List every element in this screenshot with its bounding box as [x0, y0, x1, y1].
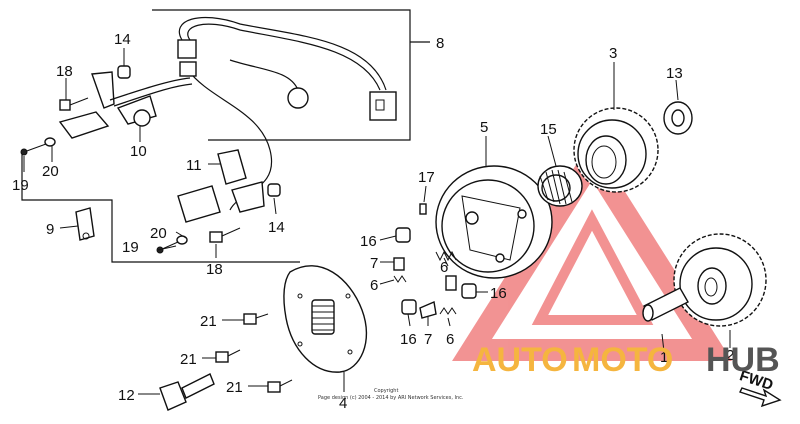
lower-bracket-11 — [217, 149, 247, 185]
mount-bracket — [91, 71, 115, 109]
callout-21-b: 21 — [180, 351, 197, 368]
clip-9 — [75, 207, 95, 241]
harness-terminal-round — [287, 87, 309, 109]
leader-lines — [23, 48, 731, 395]
lower-generator-body — [177, 185, 221, 223]
watermark-moto: MOTO — [572, 341, 673, 379]
idle-gear-2 — [673, 233, 767, 327]
starter-clutch-outer — [435, 165, 553, 279]
bolt-12-shank — [181, 373, 215, 399]
idle-gear-shaft-1 — [642, 287, 689, 322]
callout-7-b: 7 — [424, 331, 432, 348]
callout-8: 8 — [436, 35, 444, 52]
pulse-generator-body — [58, 111, 110, 139]
watermark-auto: AUTO — [472, 341, 568, 379]
cap-16-b — [461, 283, 477, 299]
callout-18-a: 18 — [56, 63, 73, 80]
pulse-generator-upper — [58, 65, 193, 139]
callout-14-b: 14 — [268, 219, 285, 236]
callout-labels: 1 2 3 4 5 6 6 6 7 7 8 9 10 11 12 13 14 1… — [12, 31, 734, 412]
callout-16-c: 16 — [400, 331, 417, 348]
spring-7-a — [393, 257, 405, 271]
bolt-21-c — [267, 381, 281, 393]
wiring-group-bracket — [21, 9, 430, 263]
spring-6-b — [435, 250, 457, 262]
callout-21-c: 21 — [226, 379, 243, 396]
callout-9: 9 — [46, 221, 54, 238]
callout-19-a: 19 — [12, 177, 29, 194]
callout-10: 10 — [130, 143, 147, 160]
bolt-18-upper — [59, 99, 71, 111]
callout-20-a: 20 — [42, 163, 59, 180]
callout-17: 17 — [418, 169, 435, 186]
cap-16-a — [395, 227, 411, 243]
bolt-21-b — [215, 351, 229, 363]
callout-6-b: 6 — [440, 259, 448, 276]
callout-1: 1 — [660, 349, 668, 366]
bolt-18-lower — [209, 231, 223, 243]
callout-15: 15 — [540, 121, 557, 138]
spring-6-c — [439, 307, 457, 315]
callout-18-b: 18 — [206, 261, 223, 278]
watermark-hub: HUB — [706, 341, 780, 379]
starter-driven-gear-3 — [573, 107, 659, 193]
callout-14-a: 14 — [114, 31, 131, 48]
callout-11: 11 — [186, 157, 202, 174]
washer-20-upper — [44, 137, 56, 147]
harness-connector-mid — [179, 61, 197, 77]
callout-2: 2 — [726, 347, 734, 364]
grommet-14-upper — [117, 65, 131, 79]
screw-19-upper — [20, 148, 28, 156]
callout-4: 4 — [339, 395, 347, 412]
callout-6-c: 6 — [446, 331, 454, 348]
pin-17 — [419, 203, 427, 215]
wiring-harness — [177, 16, 397, 211]
callout-13: 13 — [666, 65, 683, 82]
washer-13 — [663, 101, 693, 135]
plunger-7-b — [419, 301, 437, 319]
callout-3: 3 — [609, 45, 617, 62]
lower-clamp — [231, 181, 265, 213]
harness-connector-top — [177, 39, 197, 59]
grommet-14-lower — [267, 183, 281, 197]
needle-bearing-15 — [537, 165, 583, 207]
callout-6-a: 6 — [370, 277, 378, 294]
watermark-text: AUTO MOTO HUB — [472, 341, 780, 379]
forward-arrow-icon — [739, 387, 782, 408]
harness-coupler — [369, 91, 397, 121]
spring-6-a — [393, 275, 407, 283]
callout-19-b: 19 — [122, 239, 139, 256]
callout-7-a: 7 — [370, 255, 378, 272]
callout-16-a: 16 — [360, 233, 377, 250]
callout-5: 5 — [480, 119, 488, 136]
bolt-12-head — [159, 381, 187, 411]
copyright-line-1: Copyright — [374, 388, 398, 394]
callout-16-b: 16 — [490, 285, 507, 302]
starter-clutch-plate-4 — [283, 265, 368, 373]
mounting-bolts — [159, 313, 293, 411]
callout-20-b: 20 — [150, 225, 167, 242]
callout-21-a: 21 — [200, 313, 217, 330]
callout-12: 12 — [118, 387, 135, 404]
upper-fasteners — [20, 97, 89, 156]
clutch-rollers-springs — [393, 203, 477, 319]
bolt-21-a — [243, 313, 257, 325]
copyright-line-2: Page design (c) 2004 - 2014 by ARI Netwo… — [318, 395, 464, 401]
plunger-7-mid — [445, 275, 457, 291]
cap-16-c — [401, 299, 417, 315]
pulse-generator-lower — [156, 149, 281, 254]
